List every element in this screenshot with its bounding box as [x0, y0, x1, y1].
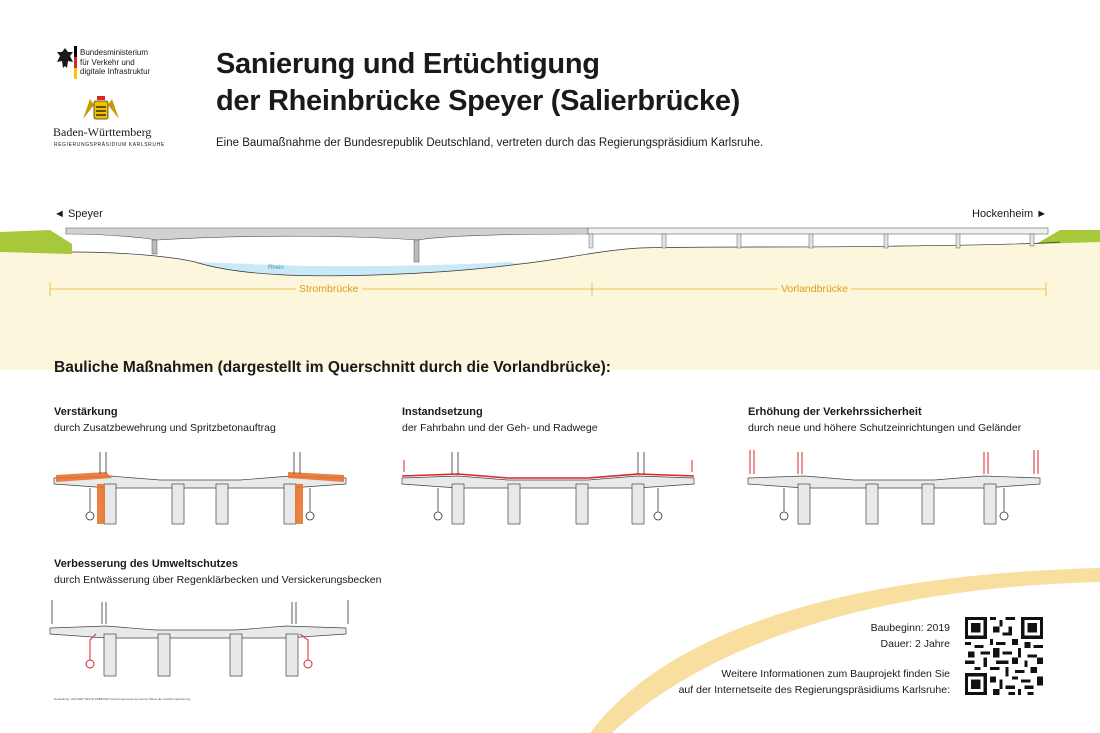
- more-info-line-2: auf der Internetseite des Regierungspräs…: [678, 684, 950, 696]
- vorlandbruecke-deck: [587, 227, 1049, 235]
- span-label-strombruecke: Strombrücke: [296, 283, 362, 295]
- ground: [0, 242, 1100, 370]
- direction-speyer: ◄ Speyer: [54, 208, 103, 220]
- pier: [955, 233, 961, 249]
- measure-title-verstaerkung: Verstärkung: [54, 406, 118, 418]
- image-credit: Darstellung: HOLGER TESTE ARBEITEN (www.…: [54, 697, 191, 701]
- pier: [661, 233, 667, 249]
- bw-logo-name: Baden-Württemberg: [53, 125, 152, 139]
- cross-section-instandsetzung: [401, 452, 695, 525]
- measure-desc-verstaerkung: durch Zusatzbewehrung und Spritzbetonauf…: [54, 422, 276, 434]
- measures-heading: Bauliche Maßnahmen (dargestellt im Quers…: [54, 359, 611, 376]
- pier: [413, 239, 420, 263]
- grass-left: [0, 230, 72, 254]
- cross-section-verkehrssicherheit: [747, 450, 1041, 525]
- measure-title-verkehrssicherheit: Erhöhung der Verkehrssicherheit: [748, 406, 922, 418]
- title-line-2: der Rheinbrücke Speyer (Salierbrücke): [216, 85, 740, 117]
- page-subtitle: Eine Baumaßnahme der Bundesrepublik Deut…: [216, 137, 764, 149]
- measure-desc-instandsetzung: der Fahrbahn und der Geh- und Radwege: [402, 422, 598, 434]
- more-info-text: Weitere Informationen zum Bauprojekt fin…: [679, 666, 950, 698]
- bw-logo-subtitle: REGIERUNGSPRÄSIDIUM KARLSRUHE: [54, 142, 165, 148]
- flag-stripe-red: [74, 57, 77, 68]
- pier: [1029, 233, 1035, 247]
- construction-duration: Dauer: 2 Jahre: [880, 638, 950, 650]
- more-info-line-1: Weitere Informationen zum Bauprojekt fin…: [721, 668, 950, 680]
- pier: [736, 233, 742, 249]
- construction-start: Baubeginn: 2019: [870, 622, 950, 634]
- pier: [588, 233, 594, 249]
- measure-title-umweltschutz: Verbesserung des Umweltschutzes: [54, 558, 239, 570]
- flag-stripe-gold: [74, 68, 77, 79]
- pier: [808, 233, 814, 249]
- bw-coat-of-arms-icon: [83, 96, 119, 120]
- project-dates: Baubeginn: 2019 Dauer: 2 Jahre: [871, 620, 950, 652]
- cross-section-verstaerkung: [53, 452, 347, 525]
- qr-code-icon[interactable]: [964, 617, 1044, 695]
- measure-desc-umweltschutz: durch Entwässerung über Regenklärbecken …: [54, 574, 382, 586]
- bmv-line-1: Bundesministerium: [80, 48, 149, 57]
- federal-eagle-icon: [57, 48, 73, 68]
- bmv-logo-text: Bundesministerium für Verkehr und digita…: [80, 48, 150, 77]
- river-label: Rhein: [268, 265, 284, 271]
- pier: [883, 233, 889, 249]
- measure-title-instandsetzung: Instandsetzung: [402, 406, 483, 418]
- bridge-overview-illustration: Rhein: [0, 227, 1100, 370]
- direction-hockenheim: Hockenheim ►: [972, 208, 1048, 220]
- measure-desc-verkehrssicherheit: durch neue und höhere Schutzeinrichtunge…: [748, 422, 1022, 434]
- river: [195, 262, 520, 276]
- page-title: Sanierung und Ertüchtigung der Rheinbrüc…: [216, 46, 740, 120]
- pier: [151, 239, 158, 255]
- title-line-1: Sanierung und Ertüchtigung: [216, 48, 600, 80]
- bmv-line-3: digitale Infrastruktur: [80, 67, 151, 76]
- grass-right: [1036, 230, 1100, 244]
- strombruecke-deck: [65, 227, 589, 241]
- bmv-line-2: für Verkehr und: [80, 57, 135, 67]
- cross-section-umweltschutz: [49, 600, 349, 677]
- span-label-vorlandbruecke: Vorlandbrücke: [778, 283, 852, 295]
- flag-stripe-black: [74, 46, 77, 57]
